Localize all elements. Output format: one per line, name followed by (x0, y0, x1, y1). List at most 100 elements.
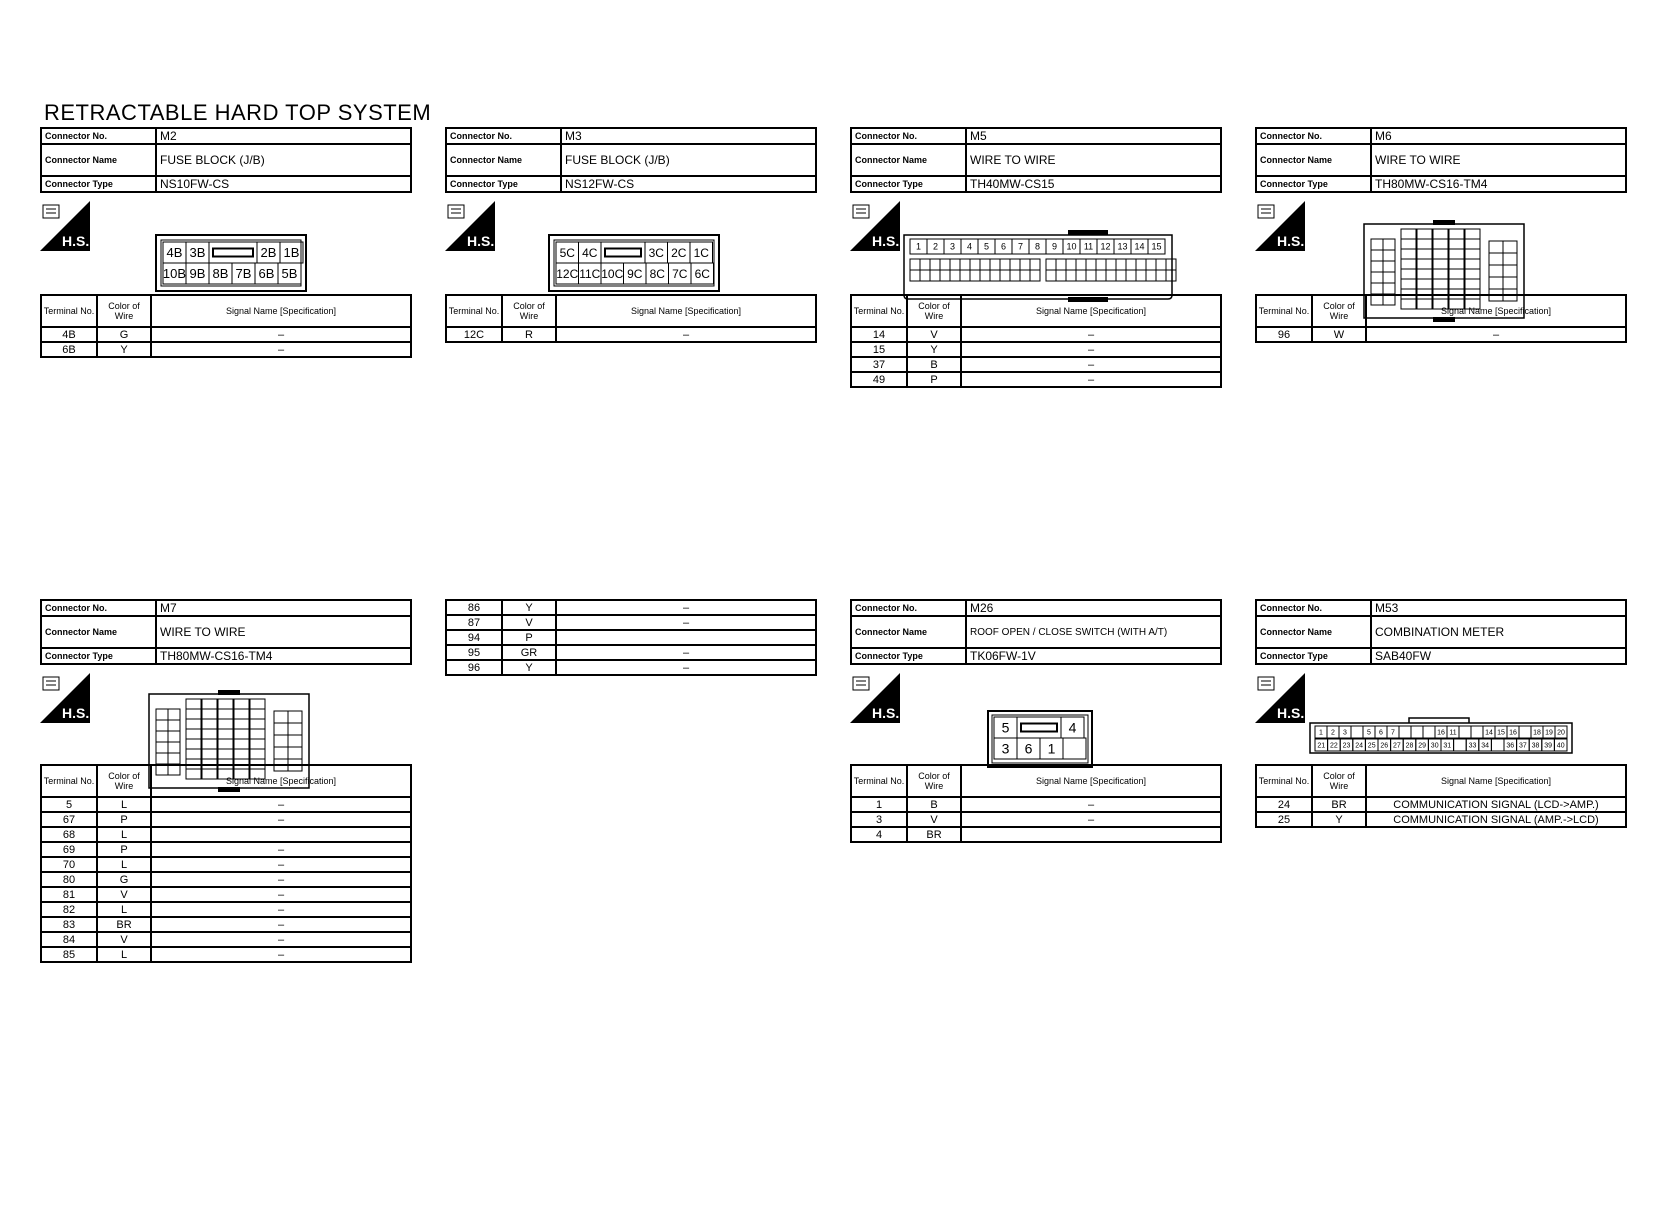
connector-pin (1416, 248, 1433, 260)
connector-pin (1448, 238, 1465, 250)
pin-label: 3B (190, 245, 206, 260)
connector-pin (233, 718, 250, 730)
connector-pin (1350, 725, 1364, 739)
connector-no-label: Connector No. (445, 127, 562, 145)
pin-label: 4 (1069, 720, 1077, 736)
connector-pin (217, 768, 234, 780)
pin-label: 3C (649, 246, 665, 260)
page-title: RETRACTABLE HARD TOP SYSTEM (44, 100, 432, 125)
connector-pin (1502, 264, 1518, 278)
connector-pin (1453, 738, 1467, 752)
connector-type-value: TH80MW-CS16-TM4 (1370, 175, 1627, 193)
pin-label: 9 (1052, 242, 1057, 252)
connector-pin (979, 258, 991, 271)
connector-pin (1029, 258, 1041, 271)
pin-label: 18 (1533, 730, 1541, 737)
connector-pin (1488, 276, 1504, 290)
connector-type-value: TH40MW-CS15 (965, 175, 1222, 193)
connector-type-value: NS12FW-CS (560, 175, 817, 193)
terminal-no-header: Terminal No. (850, 764, 908, 798)
connector-pin (233, 738, 250, 750)
connector-pin (929, 258, 941, 271)
connector-pin (1135, 269, 1147, 282)
pin-label: 39 (1544, 743, 1552, 750)
connector-pin (185, 728, 202, 740)
signal-name-header: Signal Name [Specification] (1365, 294, 1627, 328)
connector-pin (1085, 269, 1097, 282)
harness-side-icon: H.S. (40, 201, 90, 251)
connector-pin (1400, 278, 1417, 290)
connector-pin (1400, 248, 1417, 260)
connector-type-value: TK06FW-1V (965, 647, 1222, 665)
pin-label: 15 (1151, 242, 1161, 252)
connector-pin (1502, 252, 1518, 266)
connector-pin (1458, 725, 1472, 739)
connector-pin (1125, 269, 1137, 282)
connector-pin (919, 258, 931, 271)
connector-pin (1370, 249, 1384, 262)
pin-label: 5 (1367, 730, 1371, 737)
connector-pin (155, 708, 169, 721)
color-of-wire-header: Color of Wire (906, 764, 962, 798)
connector-pin (690, 262, 714, 285)
signal-name-header: Signal Name [Specification] (150, 764, 412, 798)
pin-label: 24 (1355, 743, 1363, 750)
connector-pin (999, 269, 1011, 282)
connector-pin (217, 738, 234, 750)
connector-pin (1416, 238, 1433, 250)
connector-pin (249, 698, 266, 710)
connector-pin (929, 269, 941, 282)
connector-type-label: Connector Type (40, 175, 157, 193)
connector-name-value: ROOF OPEN / CLOSE SWITCH (WITH A/T) (965, 615, 1222, 649)
connector-name-label: Connector Name (40, 143, 157, 177)
connector-type-label: Connector Type (1255, 175, 1372, 193)
connector-pin (201, 748, 218, 760)
connector-pin (233, 728, 250, 740)
hs-label: H.S. (1277, 705, 1304, 721)
connector-pin (1400, 228, 1417, 240)
pin-label: 34 (1481, 743, 1489, 750)
connector-pin (1464, 268, 1481, 280)
pin-label: 2 (933, 242, 938, 252)
connector-pin (201, 768, 218, 780)
connector-name-label: Connector Name (1255, 615, 1372, 649)
pin-label: 5 (1002, 720, 1010, 736)
terminal-no-header: Terminal No. (850, 294, 908, 328)
connector-no-value: M7 (155, 599, 412, 617)
connector-pin (1045, 269, 1057, 282)
signal-name-header: Signal Name [Specification] (960, 764, 1222, 798)
connector-pin (249, 768, 266, 780)
pin-label: 2C (671, 246, 687, 260)
connector-pin (1416, 258, 1433, 270)
connector-pin (287, 722, 303, 736)
connector-pin (1147, 238, 1166, 255)
connector-pin (1145, 269, 1157, 282)
connector-pin (1432, 228, 1449, 240)
connector-pin (1502, 240, 1518, 254)
connector-pin (185, 708, 202, 720)
connector-pin (1382, 260, 1396, 273)
connector-pin (1045, 258, 1057, 271)
pin-label: 8C (650, 267, 666, 281)
connector-pin (1554, 725, 1568, 739)
hs-label: H.S. (467, 233, 494, 249)
pin-label: 1C (694, 246, 710, 260)
connector-name-label: Connector Name (1255, 143, 1372, 177)
connector-pin (155, 730, 169, 743)
